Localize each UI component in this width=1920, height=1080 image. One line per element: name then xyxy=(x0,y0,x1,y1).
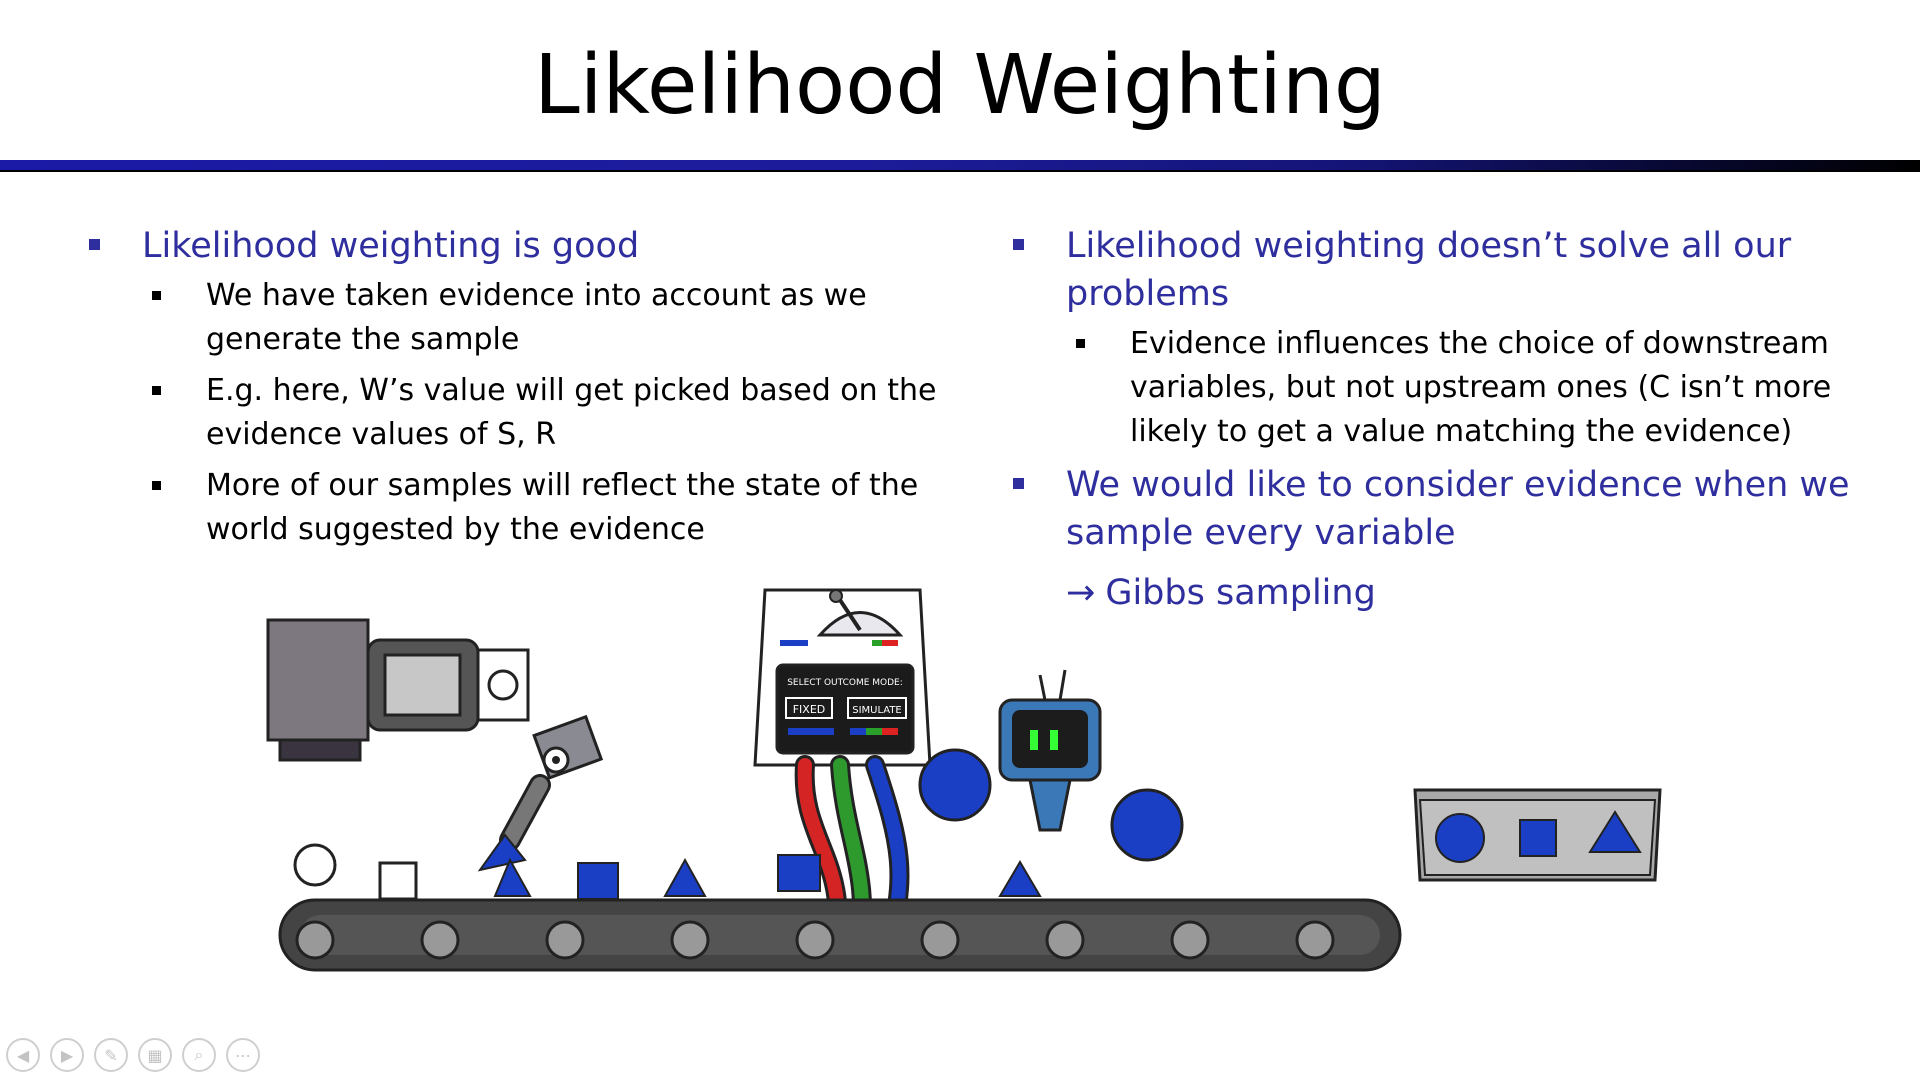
belt-items xyxy=(293,843,1042,901)
square-bullet-icon xyxy=(1076,339,1085,348)
square-bullet-icon xyxy=(1013,478,1024,489)
square-bullet-icon xyxy=(152,481,161,490)
left-point-1: We have taken evidence into account as w… xyxy=(142,274,948,362)
slide-title: Likelihood Weighting xyxy=(534,38,1386,133)
right-heading-2-text: We would like to consider evidence when … xyxy=(1066,465,1850,553)
slides-icon[interactable]: ▦ xyxy=(138,1038,172,1072)
next-icon[interactable]: ▶ xyxy=(50,1038,84,1072)
gibbs-line: →Gibbs sampling xyxy=(1012,569,1892,617)
right-heading-2: We would like to consider evidence when … xyxy=(1012,461,1892,557)
right-point-1-text: Evidence influences the choice of downst… xyxy=(1130,326,1832,449)
arm-robot xyxy=(477,714,604,872)
right-arrow-icon: → xyxy=(1066,573,1096,613)
control-panel-robot: SELECT OUTCOME MODE: FIXED SIMULATE xyxy=(753,588,932,767)
sorting-robot xyxy=(918,669,1184,862)
left-heading: Likelihood weighting is good xyxy=(88,222,948,270)
square-bullet-icon xyxy=(152,291,161,300)
title-rule-thin xyxy=(0,170,1920,172)
conveyor-belt xyxy=(278,898,1402,972)
left-point-2: E.g. here, W’s value will get picked bas… xyxy=(142,369,948,457)
output-bin xyxy=(1413,788,1662,882)
left-point-3: More of our samples will reflect the sta… xyxy=(142,464,948,552)
pen-icon[interactable]: ✎ xyxy=(94,1038,128,1072)
title-rule xyxy=(0,160,1920,170)
previous-icon[interactable]: ◀ xyxy=(6,1038,40,1072)
right-point-1: Evidence influences the choice of downst… xyxy=(1066,322,1892,454)
left-heading-text: Likelihood weighting is good xyxy=(142,226,640,266)
square-bullet-icon xyxy=(1013,239,1024,250)
scanner-machine xyxy=(266,618,530,762)
left-point-2-text: E.g. here, W’s value will get picked bas… xyxy=(206,373,937,452)
left-point-3-text: More of our samples will reflect the sta… xyxy=(206,468,919,547)
left-point-1-text: We have taken evidence into account as w… xyxy=(206,278,867,357)
square-bullet-icon xyxy=(89,239,100,250)
more-icon[interactable]: ⋯ xyxy=(226,1038,260,1072)
slide-nav-bar: ◀ ▶ ✎ ▦ ⌕ ⋯ xyxy=(6,1038,260,1072)
right-heading: Likelihood weighting doesn’t solve all o… xyxy=(1012,222,1892,318)
right-column: Likelihood weighting doesn’t solve all o… xyxy=(1012,222,1892,617)
factory-illustration: SELECT OUTCOME MODE: FIXED SIMULATE xyxy=(266,588,1662,972)
zoom-icon[interactable]: ⌕ xyxy=(182,1038,216,1072)
simulate-button-label: SIMULATE xyxy=(852,705,902,716)
square-bullet-icon xyxy=(152,386,161,395)
left-column: Likelihood weighting is good We have tak… xyxy=(88,222,948,559)
gibbs-text: Gibbs sampling xyxy=(1105,573,1376,613)
right-heading-text: Likelihood weighting doesn’t solve all o… xyxy=(1066,226,1792,314)
panel-title: SELECT OUTCOME MODE: xyxy=(787,678,903,688)
fixed-button-label: FIXED xyxy=(793,703,826,716)
